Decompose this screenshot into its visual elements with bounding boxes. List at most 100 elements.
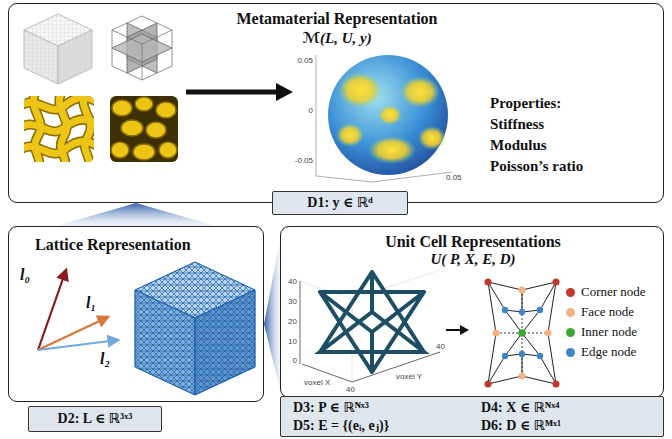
conversion-arrow (460, 325, 469, 335)
gyroid-sheet (33, 96, 40, 162)
legend-text: Inner node (581, 324, 637, 340)
graph-representation (485, 279, 492, 286)
unit-cell-plot (320, 272, 424, 372)
unit-cell-plot (300, 270, 440, 382)
gyroid-sheet (24, 96, 94, 162)
gyroid-solid (111, 142, 129, 158)
tick-label: 0.05 (297, 56, 313, 65)
gyroid-solid (146, 122, 166, 138)
graph-representation (488, 282, 556, 384)
legend-text: Edge node (581, 344, 636, 360)
graph-representation (518, 329, 526, 337)
property-surface (316, 55, 452, 182)
property-surface (316, 55, 452, 182)
gyroid-solid (156, 102, 176, 118)
gyroid-sheet (24, 96, 94, 162)
legend: Corner nodeFace nodeInner nodeEdge node (566, 282, 646, 362)
tick-label: 0.05 (446, 173, 462, 182)
dimension-text: D3: P ∈ ℝᴺˣ³ (293, 400, 369, 417)
graph-representation (519, 351, 525, 357)
graph-representation (505, 290, 540, 376)
projection-beam (56, 203, 216, 226)
graph-representation (518, 329, 526, 337)
tick-label: 30 (288, 297, 297, 306)
tick-label: 0 (309, 106, 313, 115)
conversion-arrow (446, 329, 462, 331)
dimension-box: D2: L ∈ ℝ³ˣ³ (28, 406, 162, 432)
axis-label: voxel Y (396, 372, 422, 381)
solid-block (24, 14, 92, 84)
formula: ℳ(L, U, y) (302, 29, 371, 47)
legend-swatch (566, 348, 575, 357)
lattice-cube (135, 262, 255, 395)
gyroid-sheet (83, 96, 90, 162)
panel-title: Lattice Representation (35, 235, 191, 254)
gyroid-solid (110, 96, 178, 162)
lattice-vectors (38, 340, 118, 350)
graph-representation (496, 290, 548, 376)
gyroid-solid (110, 96, 178, 162)
dimension-text: D2: L ∈ ℝ³ˣ³ (58, 411, 133, 428)
property-heading: Properties: (490, 95, 561, 112)
lattice-vectors (38, 270, 118, 350)
solid-block (24, 30, 58, 84)
dimension-text: D1: y ∈ ℝᵈ (307, 195, 372, 212)
solid-block (58, 30, 92, 84)
unit-cell-plot (320, 292, 424, 372)
dimension-text: D4: X ∈ ℝᴺˣ⁴ (481, 400, 559, 417)
axis-label: voxel X (304, 378, 330, 387)
plate-lattice (112, 16, 172, 80)
formula: U( P, X, E, D) (430, 250, 515, 268)
property-item: Modulus (490, 137, 547, 154)
property-surface (378, 105, 402, 125)
gyroid-solid (135, 97, 153, 111)
projection-beam (264, 240, 280, 390)
unit-cell-plot (300, 270, 440, 382)
gyroid-sheet (83, 96, 90, 162)
graph-representation (502, 307, 543, 359)
graph-representation (485, 279, 560, 388)
graph-representation (553, 381, 560, 388)
property-surface (418, 126, 446, 150)
gyroid-sheet (59, 96, 66, 162)
graph-representation (519, 309, 525, 315)
tick-label: 40 (288, 277, 297, 286)
legend-swatch (566, 328, 575, 337)
graph-representation (496, 290, 548, 376)
legend-text: Face node (581, 304, 634, 320)
lattice-cube (135, 290, 195, 395)
graph-representation (493, 330, 500, 337)
plate-lattice (112, 16, 172, 80)
gyroid-solid (111, 97, 177, 160)
panel-title: Metamaterial Representation (237, 9, 438, 28)
flow-arrow (186, 90, 278, 95)
property-surface (400, 76, 440, 108)
graph-representation (553, 279, 560, 286)
gyroid-solid (121, 120, 143, 136)
legend-text: Corner node (581, 284, 646, 300)
lattice-cube (135, 290, 195, 395)
dimension-box: D3: P ∈ ℝᴺˣ³ D4: X ∈ ℝᴺˣ⁴ D5: E = {(eᵢ, eⱼ… (280, 396, 664, 437)
tick-label: 20 (288, 317, 297, 326)
legend-item: Inner node (566, 322, 646, 342)
vector-label: l₁ (86, 294, 96, 312)
dimension-box: D1: y ∈ ℝᵈ (272, 191, 408, 215)
graph-representation (488, 282, 556, 384)
property-surface (338, 72, 382, 108)
tick-label: 10 (288, 337, 297, 346)
vector-label: l₂ (100, 350, 110, 368)
graph-representation (488, 282, 556, 384)
graph-representation (493, 287, 552, 380)
lattice-cube (195, 290, 255, 395)
solid-block (58, 30, 92, 84)
tick-label: -0.05 (295, 156, 313, 165)
tick-label: 0 (293, 356, 297, 365)
graph-representation (502, 307, 508, 313)
vector-label: l₀ (20, 266, 30, 284)
legend-item: Face node (566, 302, 646, 322)
property-surface (328, 55, 448, 175)
property-surface (336, 123, 364, 147)
dimension-text: D5: E = {(eᵢ, eⱼ)} (293, 418, 389, 435)
gyroid-solid (112, 100, 132, 116)
gyroid-solid (159, 142, 177, 158)
